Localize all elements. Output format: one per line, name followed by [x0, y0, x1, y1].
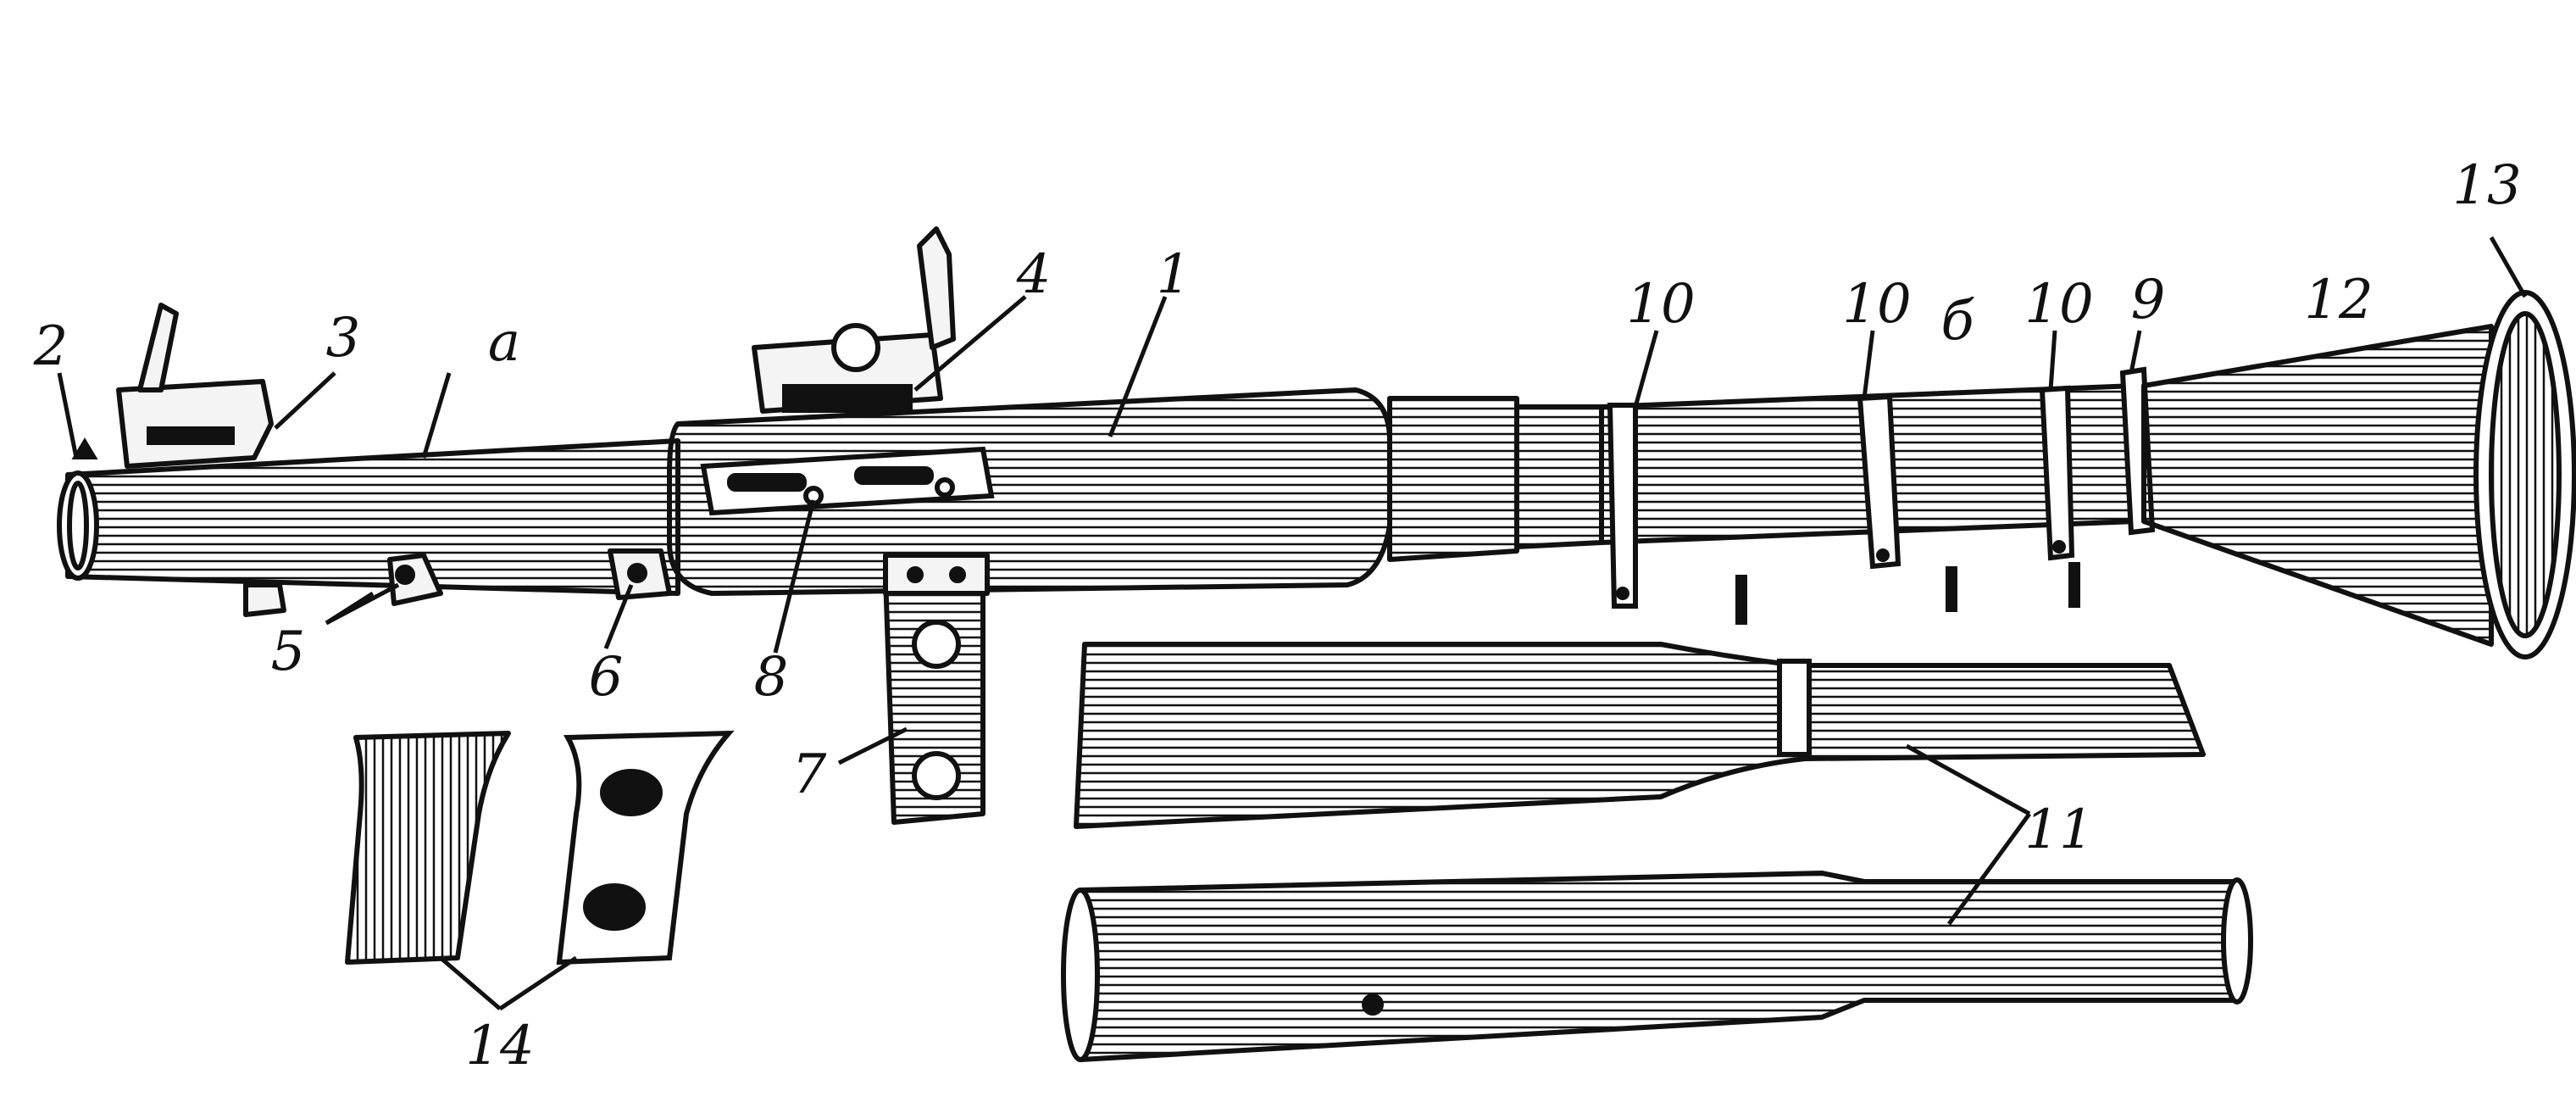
sight-slot [147, 426, 235, 445]
heat-shield-band [1777, 659, 1812, 757]
blast-cone [2141, 324, 2494, 647]
clamp-10-b-hole [1876, 548, 1890, 562]
leader-11b [1946, 812, 2032, 926]
optic-knob [831, 323, 880, 372]
grip-cheek-left [345, 731, 511, 965]
optic-mount-slot [782, 384, 913, 413]
label-a: а [488, 311, 520, 374]
clamp-10-a [1607, 403, 1638, 609]
label-3: 3 [326, 307, 361, 370]
label-1: 1 [1157, 243, 1191, 306]
clamp-10-c [2039, 385, 2075, 561]
leader-11a [1905, 743, 2031, 816]
rear-sight-flap [137, 303, 179, 392]
grip-cheeks [345, 730, 735, 966]
label-7: 7 [792, 743, 827, 806]
side-plate-slot-2 [854, 466, 934, 485]
label-13: 13 [2452, 154, 2521, 217]
launcher-assembly [57, 226, 2576, 660]
leader-3 [274, 371, 336, 430]
leader-5b [325, 582, 400, 626]
label-12: 12 [2304, 269, 2373, 331]
leader-8 [773, 499, 816, 654]
grip-plate-hole-top [912, 620, 961, 669]
leader-6 [603, 584, 634, 649]
clamp-10-a-hole [1616, 587, 1629, 600]
label-11: 11 [2024, 799, 2093, 861]
rear-sight-block [116, 379, 274, 469]
side-plate-screw-2 [935, 477, 955, 498]
label-10b: 10 [1842, 273, 1911, 336]
label-2: 2 [33, 315, 69, 378]
optic-sight-post [917, 226, 956, 350]
heat-shield-bottom [1061, 871, 2253, 1062]
heat-shield-top [1074, 642, 2206, 829]
grip-plate-head [883, 553, 990, 596]
coupling-ring-1 [1387, 396, 1519, 562]
leader-7 [837, 726, 908, 765]
leader-a [421, 372, 452, 459]
coupling-ring-2 [1514, 404, 1604, 549]
label-6: 6 [589, 646, 624, 709]
grip-cheek-right [556, 730, 735, 966]
muzzle-bore [67, 481, 89, 570]
leader-1 [1108, 296, 1168, 437]
grip-cheek-hole-bottom [583, 883, 646, 931]
heat-shield-bottom-cap [2221, 877, 2253, 1005]
label-6b: б [1940, 290, 1974, 353]
leader-10a [1633, 330, 1659, 408]
front-sight [71, 437, 98, 459]
lug-5-hole [395, 565, 415, 585]
label-8: 8 [754, 646, 789, 709]
grip-plate-screw-1 [907, 566, 924, 583]
leader-13 [2489, 236, 2528, 298]
muzzle-bell-inner [2489, 311, 2562, 638]
pin-3 [2068, 562, 2080, 608]
side-plate-slot-1 [727, 473, 807, 492]
pin-2 [1946, 566, 1957, 612]
receiver-body [667, 387, 1392, 596]
leader-9 [2129, 330, 2142, 374]
heat-shield-bottom-end [1061, 888, 1100, 1062]
grip-plate-screw-2 [949, 566, 966, 583]
clamp-10-b [1857, 393, 1901, 570]
lug-5-left [243, 582, 286, 617]
pin-1 [1735, 575, 1747, 625]
callout-labels: 2 3 а 4 1 5 6 8 7 10 10 б 10 9 12 13 11 … [33, 154, 2522, 1077]
lug-6-hole [627, 563, 647, 583]
heat-shield-hole [1362, 993, 1384, 1016]
leader-2 [57, 372, 79, 459]
label-4: 4 [1016, 243, 1052, 306]
grip-cheek-hole-top [600, 769, 663, 816]
grip-plate-hole-bottom [912, 751, 961, 800]
label-10c: 10 [2024, 273, 2093, 336]
clamp-10-c-hole [2052, 540, 2066, 554]
label-5: 5 [271, 621, 306, 683]
leader-10c [2048, 330, 2057, 391]
leader-14a [439, 956, 502, 1010]
leader-4 [913, 295, 1027, 392]
label-9: 9 [2131, 269, 2166, 331]
leader-lines [57, 236, 2528, 1011]
grip-plate [883, 553, 990, 825]
label-10a: 10 [1626, 273, 1695, 336]
side-plate [700, 446, 995, 516]
label-14: 14 [465, 1015, 534, 1077]
leader-14b [498, 955, 578, 1011]
leader-10b [1862, 330, 1875, 399]
